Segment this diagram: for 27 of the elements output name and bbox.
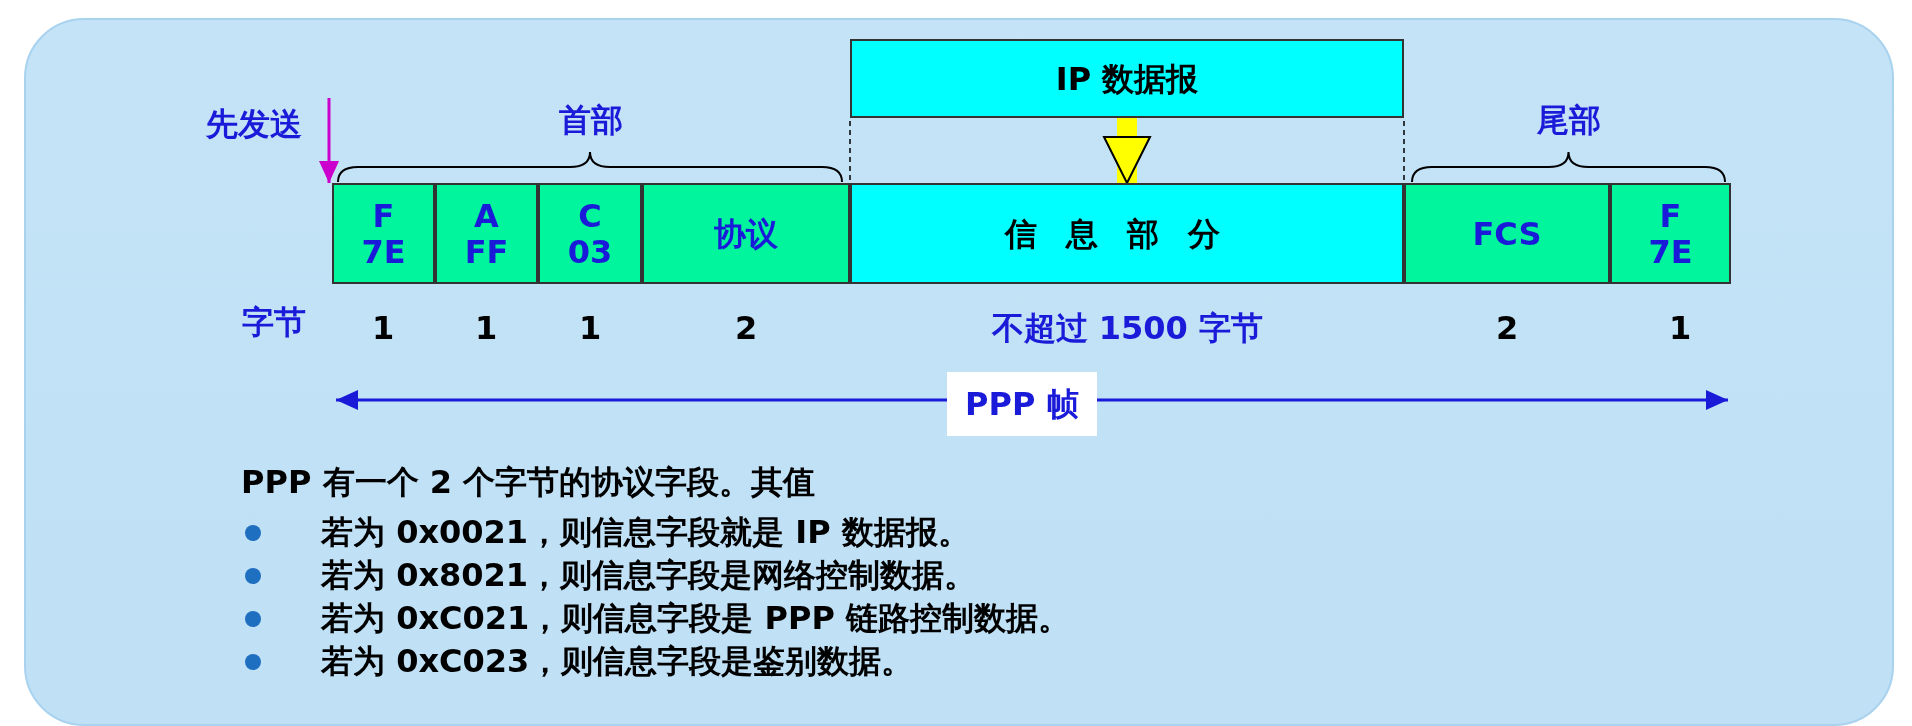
description-text: PPP 有一个 2 个字节的协议字段。其值 xyxy=(241,462,816,502)
caption-text: 先发送 xyxy=(185,102,323,146)
field-box: 协议 xyxy=(642,183,850,284)
row-label: 字节 xyxy=(242,302,306,342)
list-item-text: 若为 0xC021，则信息字段是 PPP 链路控制数据。 xyxy=(321,598,1070,638)
byte-count: 2 xyxy=(735,308,758,348)
list-item-text: 若为 0xC023，则信息字段是鉴别数据。 xyxy=(321,641,914,681)
section-label: 尾部 xyxy=(1537,100,1601,140)
field-box: A FF xyxy=(435,183,538,284)
section-label: 首部 xyxy=(559,100,623,140)
byte-count: 1 xyxy=(1669,308,1692,348)
field-box: FCS xyxy=(1404,183,1610,284)
byte-count: 1 xyxy=(475,308,498,348)
list-item-text: 若为 0x0021，则信息字段就是 IP 数据报。 xyxy=(321,512,970,552)
arrow xyxy=(319,98,339,183)
frame-label: PPP 帧 xyxy=(947,372,1097,436)
byte-count: 不超过 1500 字节 xyxy=(991,308,1263,348)
field-box: C 03 xyxy=(538,183,642,284)
field-box: F 7E xyxy=(332,183,435,284)
byte-count: 1 xyxy=(372,308,395,348)
list-item-text: 若为 0x8021，则信息字段是网络控制数据。 xyxy=(321,555,977,595)
byte-count: 2 xyxy=(1496,308,1519,348)
field-box: F 7E xyxy=(1610,183,1731,284)
field-box: 信息部分 xyxy=(850,183,1404,284)
header-box: IP 数据报 xyxy=(850,39,1404,118)
byte-count: 1 xyxy=(579,308,602,348)
arrow xyxy=(1103,118,1151,184)
